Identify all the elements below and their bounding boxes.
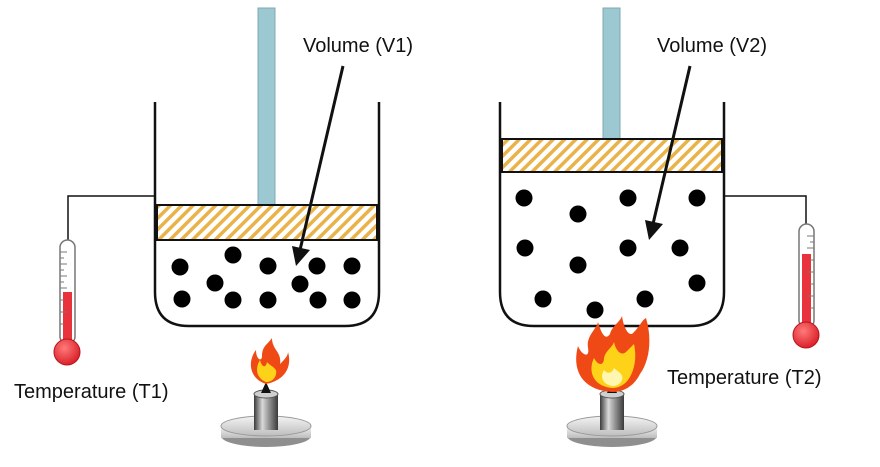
bunsen-burner-icon — [566, 382, 658, 447]
particle — [534, 290, 552, 308]
particle — [259, 291, 277, 309]
thermometer-icon — [792, 223, 820, 349]
container-right — [498, 102, 726, 328]
particle — [171, 258, 189, 276]
particle — [619, 239, 637, 257]
volume-arrow-right — [645, 65, 692, 240]
flame-icon — [250, 338, 290, 384]
setup-right: Volume (V2) Temperature (T2) — [498, 7, 822, 447]
particle — [515, 189, 533, 207]
particle — [308, 257, 326, 275]
thermometer-wire-left — [67, 195, 155, 242]
particle — [291, 275, 309, 293]
particle — [569, 256, 587, 274]
piston-right — [501, 138, 723, 173]
particle — [309, 291, 327, 309]
volume-label-right: Volume (V2) — [657, 35, 767, 57]
temperature-label-left: Temperature (T1) — [14, 381, 169, 403]
temperature-label-right: Temperature (T2) — [667, 367, 822, 389]
piston-rod-right — [602, 7, 621, 140]
thermometer-wire-right — [724, 195, 807, 226]
particle — [516, 239, 534, 257]
piston-left — [156, 204, 378, 241]
setup-left: Volume (V1) Temperature (T1) — [14, 7, 413, 447]
particle — [586, 301, 604, 319]
bunsen-burner-icon — [220, 382, 312, 447]
particle — [688, 189, 706, 207]
particle — [259, 257, 277, 275]
volume-arrow-left — [292, 65, 345, 266]
volume-label-left: Volume (V1) — [303, 35, 413, 57]
gas-particles-right — [515, 189, 706, 319]
particle — [173, 290, 191, 308]
particle — [224, 246, 242, 264]
piston-rod-left — [257, 7, 276, 206]
particle — [343, 291, 361, 309]
particle — [343, 257, 361, 275]
particle — [569, 205, 587, 223]
particle — [688, 274, 706, 292]
particle — [224, 291, 242, 309]
container-left — [153, 102, 381, 328]
thermometer-icon — [53, 239, 81, 366]
particle — [636, 290, 654, 308]
particle — [671, 239, 689, 257]
particle — [206, 274, 224, 292]
flame-icon — [576, 316, 650, 392]
gas-particles-left — [171, 246, 361, 309]
particle — [619, 189, 637, 207]
